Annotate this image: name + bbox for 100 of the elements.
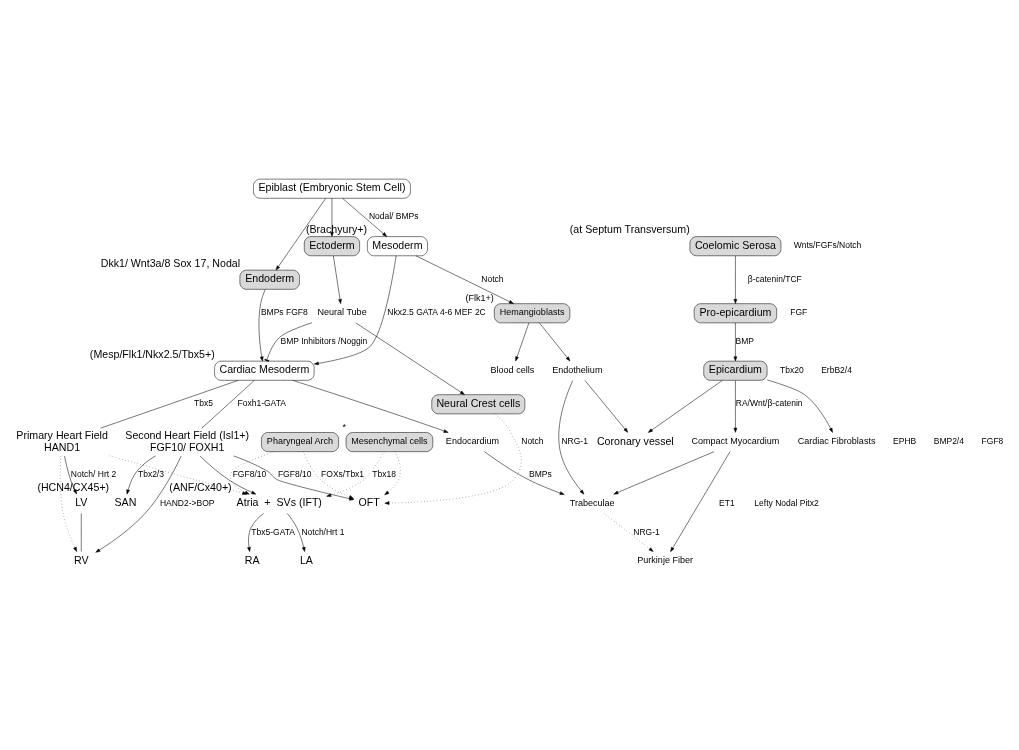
node-box: Pro-epicardium <box>693 303 777 324</box>
edge-label: BMP Inhibitors /Noggin <box>280 336 367 347</box>
node-label: (ANF/Cx40+) <box>168 481 232 494</box>
edge-label: Notch <box>520 436 543 447</box>
arrow <box>584 380 628 433</box>
node-label: (HCN4/CX45+) <box>36 481 109 494</box>
label: ErbB2/4 <box>820 364 852 375</box>
arrow <box>613 451 714 495</box>
edge-label: NRG-1 <box>632 526 660 537</box>
label: β-catenin/TCF <box>747 273 802 284</box>
node-text: OFT <box>358 496 380 509</box>
node-box: Ectoderm <box>303 236 360 257</box>
arrow <box>59 455 77 552</box>
arrow <box>766 379 833 433</box>
node-box: Epiblast (Embryonic Stem Cell) <box>252 178 411 199</box>
node-label: Dkk1/ Wnt3a/8 Sox 17, Nodal <box>100 256 240 269</box>
node-label: (Flk1+) <box>464 292 494 303</box>
arrow <box>483 451 564 495</box>
arrow <box>63 455 77 495</box>
edge-label: FOXs/Tbx1 <box>320 469 364 480</box>
edge-label: Foxh1-GATA <box>237 398 286 409</box>
label: FGF8 <box>981 436 1003 447</box>
arrow <box>229 451 274 495</box>
label: Wnts/FGFs/Notch <box>793 240 861 251</box>
arrow <box>355 322 465 395</box>
node-box: Mesoderm <box>366 236 428 257</box>
node-text: SAN <box>114 496 136 509</box>
arrow <box>95 455 181 553</box>
node-text: Second Heart Field (Isl1+) FGF10/ FOXH1 <box>124 428 249 453</box>
label: EPHB <box>892 436 916 447</box>
edge-label: Tbx5 <box>193 398 213 409</box>
arrow <box>275 198 326 271</box>
node-box: Neural Crest cells <box>431 394 525 415</box>
edge-label: Nodal/ BMPs <box>368 211 419 222</box>
arrow <box>383 451 401 496</box>
arrow <box>302 451 354 499</box>
node-text: Compact Myocardium <box>690 436 779 447</box>
node-text: RA <box>244 553 259 566</box>
node-text: Purkinje Fiber <box>636 555 693 566</box>
arrow <box>538 322 570 362</box>
node-box: Hemangioblasts <box>493 303 570 324</box>
arrow <box>199 455 256 495</box>
edge-label: BMPs <box>528 469 552 480</box>
arrow <box>733 255 737 304</box>
node-label: (Mesp/Flk1/Nkx2.5/Tbx5+) <box>89 347 215 360</box>
arrow <box>514 322 529 362</box>
arrow <box>109 455 247 495</box>
edge-label: Notch/ Hrt 2 <box>70 469 116 480</box>
node-box: Endoderm <box>239 269 300 290</box>
connector <box>99 380 238 429</box>
connector <box>263 322 312 362</box>
node-text: LA <box>299 553 313 566</box>
node-label: * <box>341 421 346 432</box>
node-box: Pharyngeal Arch <box>260 432 339 452</box>
node-text: Primary Heart Field HAND1 <box>15 428 108 453</box>
arrow <box>286 513 305 552</box>
label: Tbx20 <box>779 364 804 375</box>
edge-label: HAND2->BOP <box>159 497 214 508</box>
edge-label: Nkx2.5 GATA 4-6 MEF 2C <box>386 307 486 318</box>
arrow <box>603 513 653 552</box>
node-text: Endothelium <box>551 364 602 375</box>
node-box: Coelomic Serosa <box>689 236 781 257</box>
label: Lefty Nodal Pitx2 <box>753 497 819 508</box>
node-text: RV <box>73 553 89 566</box>
edge-label: FGF8/10 <box>277 469 311 480</box>
node-text: Trabeculae <box>569 497 615 508</box>
node-text: Cardiac Fibroblasts <box>797 436 875 447</box>
arrow <box>341 198 387 237</box>
arrow <box>647 380 723 433</box>
label: FGF <box>789 307 807 318</box>
arrow <box>258 289 266 362</box>
edge-label: BMP <box>735 336 754 347</box>
node-text: Coronary vessel <box>596 434 674 447</box>
node-box: Mesenchymal cells <box>345 432 433 452</box>
edge-label: Tbx5-GATA <box>250 526 295 537</box>
node-label: (Brachyury+) <box>305 223 367 236</box>
arrow <box>558 380 584 495</box>
arrow <box>233 455 354 501</box>
node-box: Epicardium <box>702 360 767 381</box>
arrow <box>733 322 737 362</box>
node-text: Endocardium <box>445 436 499 447</box>
node-text: Blood cells <box>490 364 534 375</box>
arrow <box>329 198 334 237</box>
arrow <box>415 255 514 304</box>
edge-label: BMPs FGF8 <box>260 307 308 318</box>
edge-label: Notch <box>480 273 504 284</box>
edge-label: Tbx2/3 <box>137 469 164 480</box>
arrow <box>384 413 522 505</box>
arrow <box>246 513 264 552</box>
node-text: LV <box>74 496 87 509</box>
edge-label: NRG-1 <box>560 436 588 447</box>
arrow <box>669 451 730 552</box>
arrow <box>125 455 156 495</box>
edge-label: RA/Wnt/β-catenin <box>735 398 803 409</box>
label: BMP2/4 <box>933 436 964 447</box>
arrow <box>332 255 342 304</box>
arrow <box>733 380 737 433</box>
edge-label: Notch/Hrt 1 <box>300 526 344 537</box>
arrow <box>292 380 448 433</box>
arrow <box>313 255 396 366</box>
